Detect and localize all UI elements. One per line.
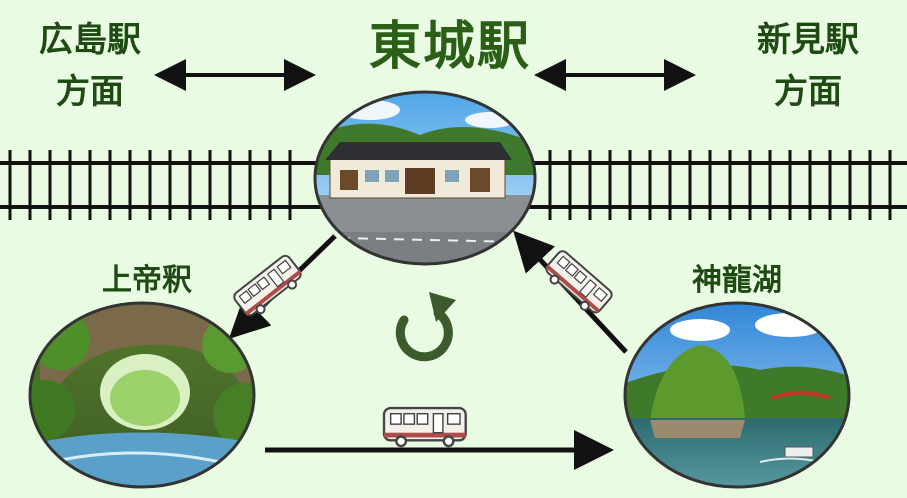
right-direction-line2: 方面 xyxy=(774,72,842,112)
bus-icon xyxy=(382,406,467,448)
spot-label-left: 上帝釈 xyxy=(102,263,192,298)
spot-label-right: 神龍湖 xyxy=(692,263,782,298)
cycle-arrow-icon xyxy=(395,292,456,362)
bus-icon xyxy=(540,247,615,320)
right-direction-line1: 新見駅 xyxy=(757,20,859,60)
bus-icon xyxy=(230,252,307,323)
left-direction-label: 広島駅 方面 xyxy=(20,14,160,118)
station-title: 東城駅 xyxy=(368,17,531,77)
shinryuko-photo xyxy=(623,301,851,489)
kamitaishaku-photo xyxy=(28,301,256,489)
left-direction-line2: 方面 xyxy=(56,72,124,112)
station-photo xyxy=(313,90,537,266)
left-direction-line1: 広島駅 xyxy=(39,20,141,60)
right-direction-label: 新見駅 方面 xyxy=(738,14,878,118)
